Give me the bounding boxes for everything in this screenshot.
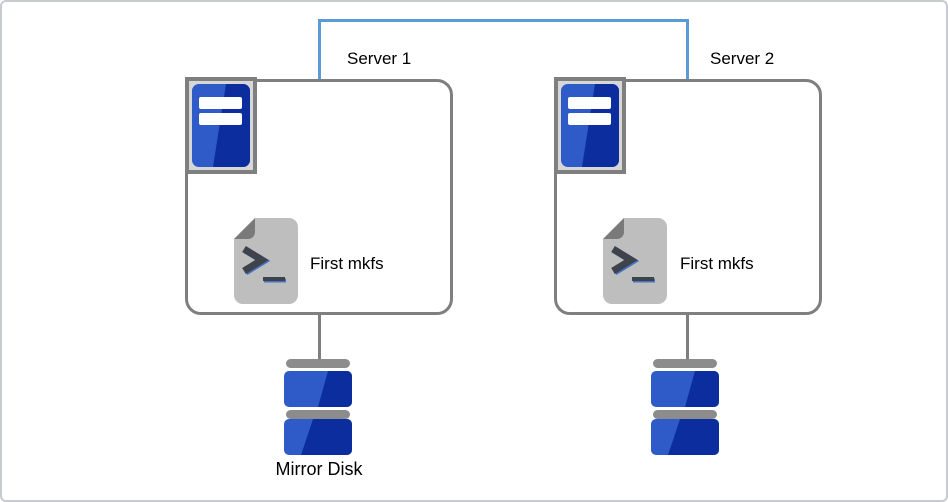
server-1-label: Server 1 [347, 49, 412, 68]
disk-stack-icon [651, 359, 719, 455]
server-tower-icon [561, 84, 619, 167]
server-tower-icon [192, 84, 250, 167]
server-2-label: Server 2 [710, 49, 775, 68]
terminal-script-icon [603, 218, 667, 304]
mirror-disk-label: Mirror Disk [275, 459, 363, 479]
command-label: First mkfs [680, 254, 754, 273]
network-link-line [318, 19, 689, 80]
terminal-script-icon [234, 218, 298, 304]
command-label: First mkfs [310, 254, 384, 273]
disk-connector-line [318, 314, 321, 360]
disk-stack-icon [284, 359, 352, 455]
disk-connector-line [686, 314, 689, 360]
server-1-icon-frame [185, 77, 257, 174]
server-2-icon-frame [554, 77, 626, 174]
